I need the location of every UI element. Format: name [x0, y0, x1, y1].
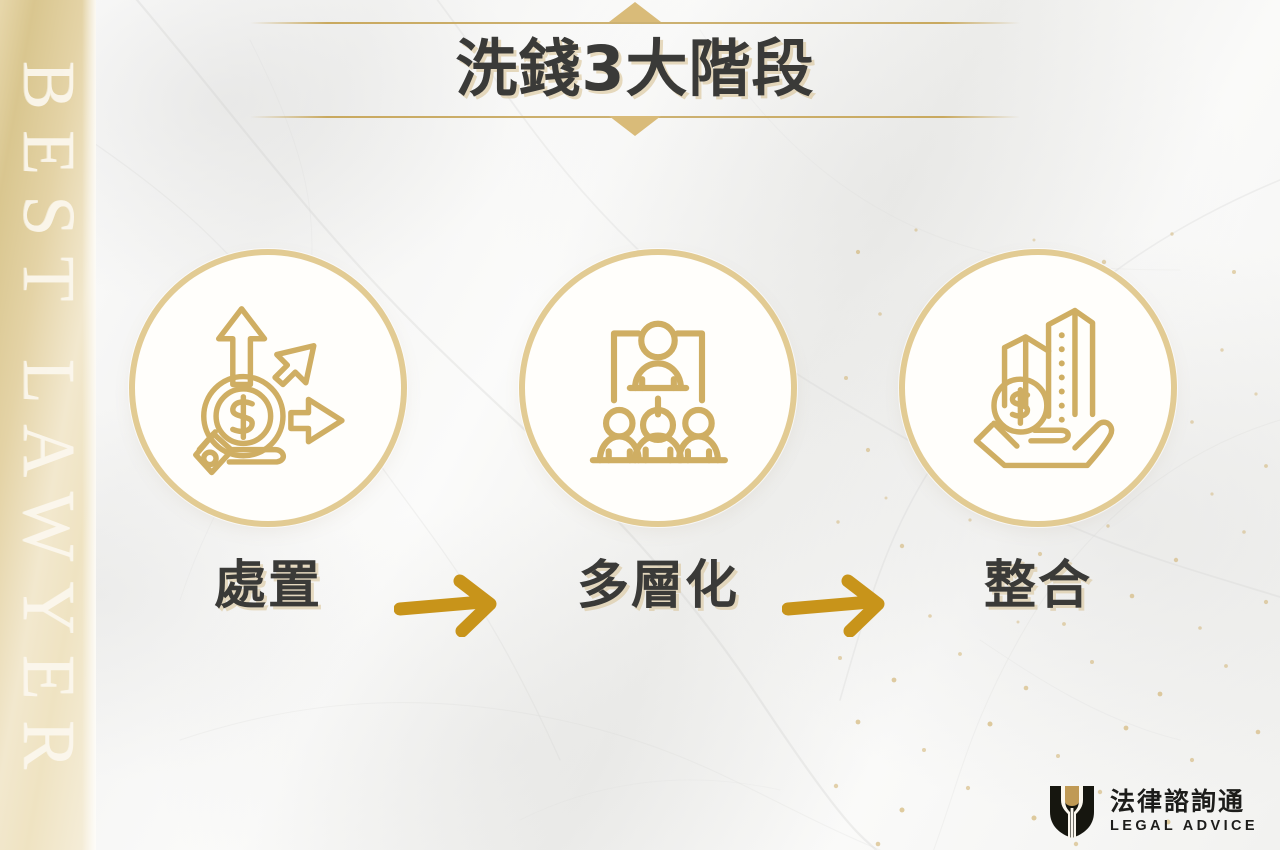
title-block: 洗錢3大階段 — [250, 2, 1020, 136]
stage-item-3[interactable]: 整合 — [888, 255, 1188, 618]
shield-crest-logo-icon — [1050, 786, 1095, 838]
stage-3-label: 整合 — [983, 556, 1092, 616]
stage-1-icon-circle — [135, 255, 401, 521]
sidebar-gold-band: BEST LAWYER — [0, 0, 96, 850]
stage-1-label: 處置 — [213, 556, 322, 616]
title-divider-top — [250, 2, 1020, 24]
stage-item-2[interactable]: 多層化 — [508, 255, 808, 618]
stage-3-icon-circle — [905, 255, 1171, 521]
brand-name-chinese: 法律諮詢通 — [1110, 786, 1246, 816]
stage-item-1[interactable]: 處置 — [118, 255, 418, 618]
diamond-up-icon — [609, 2, 661, 22]
brand-text-block: 法律諮詢通 LEGAL ADVICE — [1110, 789, 1258, 834]
arrow-right-icon — [781, 574, 885, 638]
stage-2-icon-circle — [525, 255, 791, 521]
sidebar-brand-vertical-text: BEST LAWYER — [7, 60, 90, 790]
brand-name-english: LEGAL ADVICE — [1110, 817, 1258, 834]
hand-holding-coin-with-arrows-icon — [193, 306, 345, 476]
flow-connector-2 — [781, 573, 892, 638]
diamond-down-icon — [609, 116, 661, 136]
stage-2-label: 多層化 — [576, 556, 739, 616]
arrow-right-icon — [393, 574, 497, 638]
title-divider-bottom — [250, 116, 1020, 136]
hand-holding-buildings-coin-icon — [973, 307, 1115, 469]
flow-connector-1 — [393, 573, 504, 638]
stages-row: 處置 — [96, 255, 1280, 655]
people-hierarchy-icon — [589, 320, 728, 464]
page-title: 洗錢3大階段 — [455, 32, 815, 105]
brand-logo[interactable]: 法律諮詢通 LEGAL ADVICE — [1046, 782, 1258, 840]
